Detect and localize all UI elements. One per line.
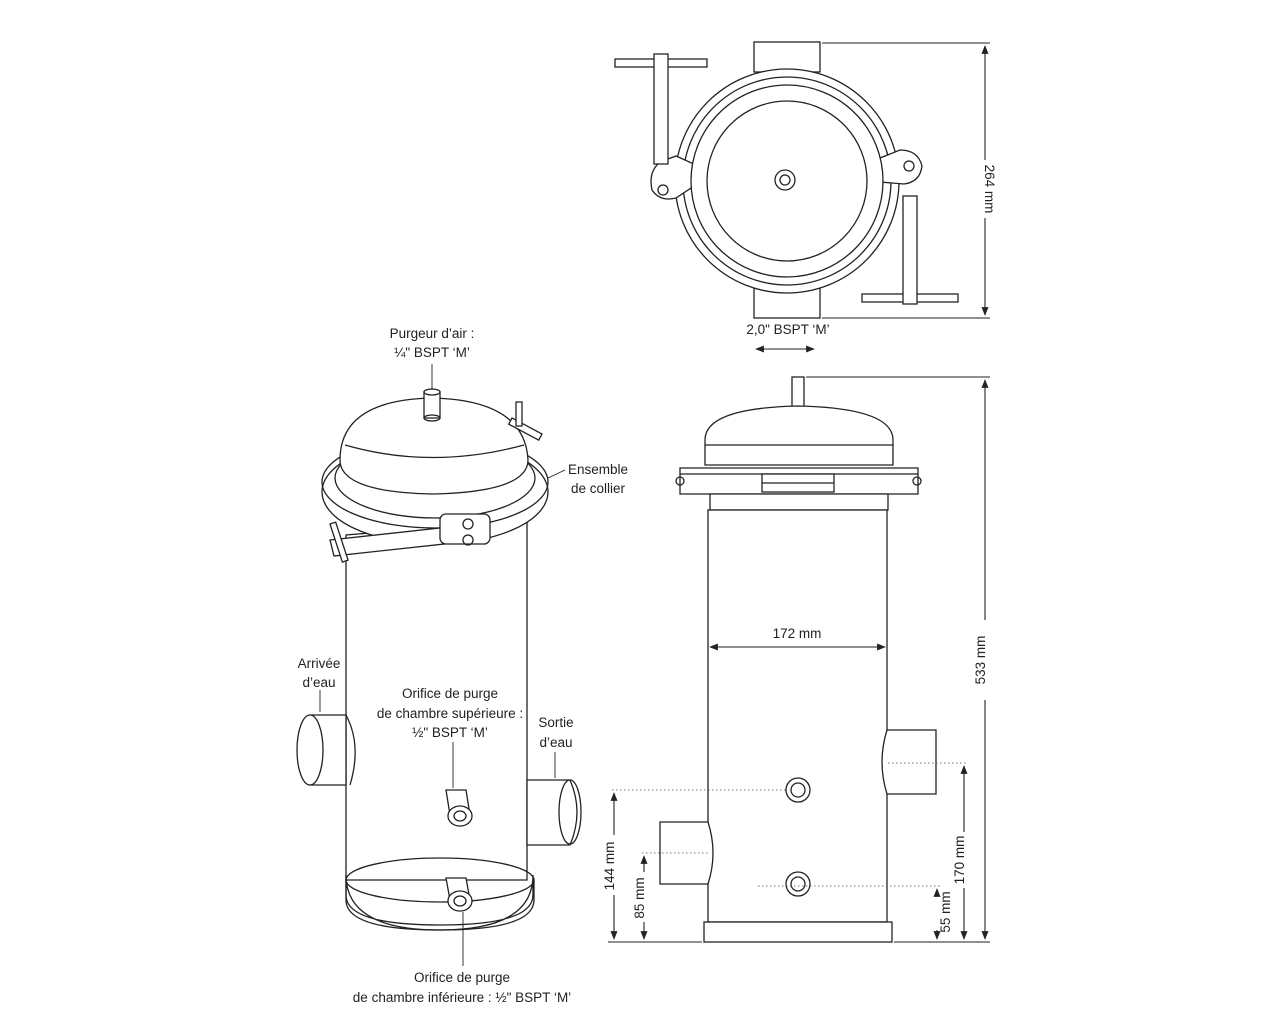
top-view-t-handle-left-stem [653,53,669,165]
top-view-air-vent [774,169,796,191]
dim-172: 172 mm [773,626,822,641]
label-arrivee-2: d’eau [302,675,335,690]
label-orifice-inf-1: Orifice de purge [414,970,510,985]
label-orifice-inf-2: de chambre inférieure : ½" BSPT ‘M’ [353,990,571,1005]
front-body [707,509,888,923]
top-view-pipe-top [753,41,821,73]
dim-85: 85 mm [632,877,647,918]
dim-533: 533 mm [973,636,988,685]
iso-clamp-hinge [439,513,491,546]
label-arrivee-1: Arrivée [298,656,341,671]
iso-air-vent [423,391,441,419]
dim-170: 170 mm [952,836,967,885]
front-lower-drain [785,871,811,897]
iso-lid [339,397,529,495]
iso-view: Purgeur d’air : ¼" BSPT ‘M’ Ensemble de … [296,326,628,1005]
label-purgeur-2: ¼" BSPT ‘M’ [394,345,470,360]
top-view-lug-left [650,155,695,200]
iso-outlet-pipe [526,779,578,846]
dim-144: 144 mm [602,842,617,891]
top-view-t-handle-right-stem [902,195,918,305]
iso-lower-drain [445,877,473,912]
front-air-vent [791,376,805,408]
front-upper-drain [785,777,811,803]
label-purgeur-1: Purgeur d’air : [390,326,475,341]
label-orifice-sup-3: ½" BSPT ‘M’ [412,725,488,740]
label-orifice-sup-1: Orifice de purge [402,686,498,701]
front-lid [704,405,894,466]
label-sortie-1: Sortie [538,715,573,730]
front-view: 172 mm 533 mm 144 mm 85 mm 170 mm 55 mm [602,376,990,943]
label-sortie-2: d’eau [539,735,572,750]
front-outlet-pipe [881,729,937,795]
front-base [703,921,893,943]
dim-264: 264 mm [982,165,997,214]
label-port-size: 2,0" BSPT ‘M’ [746,322,829,337]
label-ensemble-1: Ensemble [568,462,628,477]
iso-upper-drain [445,789,473,827]
label-orifice-sup-2: de chambre supérieure : [377,706,523,721]
top-view: 264 mm 2,0" BSPT ‘M’ [614,41,997,353]
dim-55: 55 mm [938,891,953,932]
top-view-lug-right [879,149,923,185]
label-ensemble-2: de collier [571,481,626,496]
